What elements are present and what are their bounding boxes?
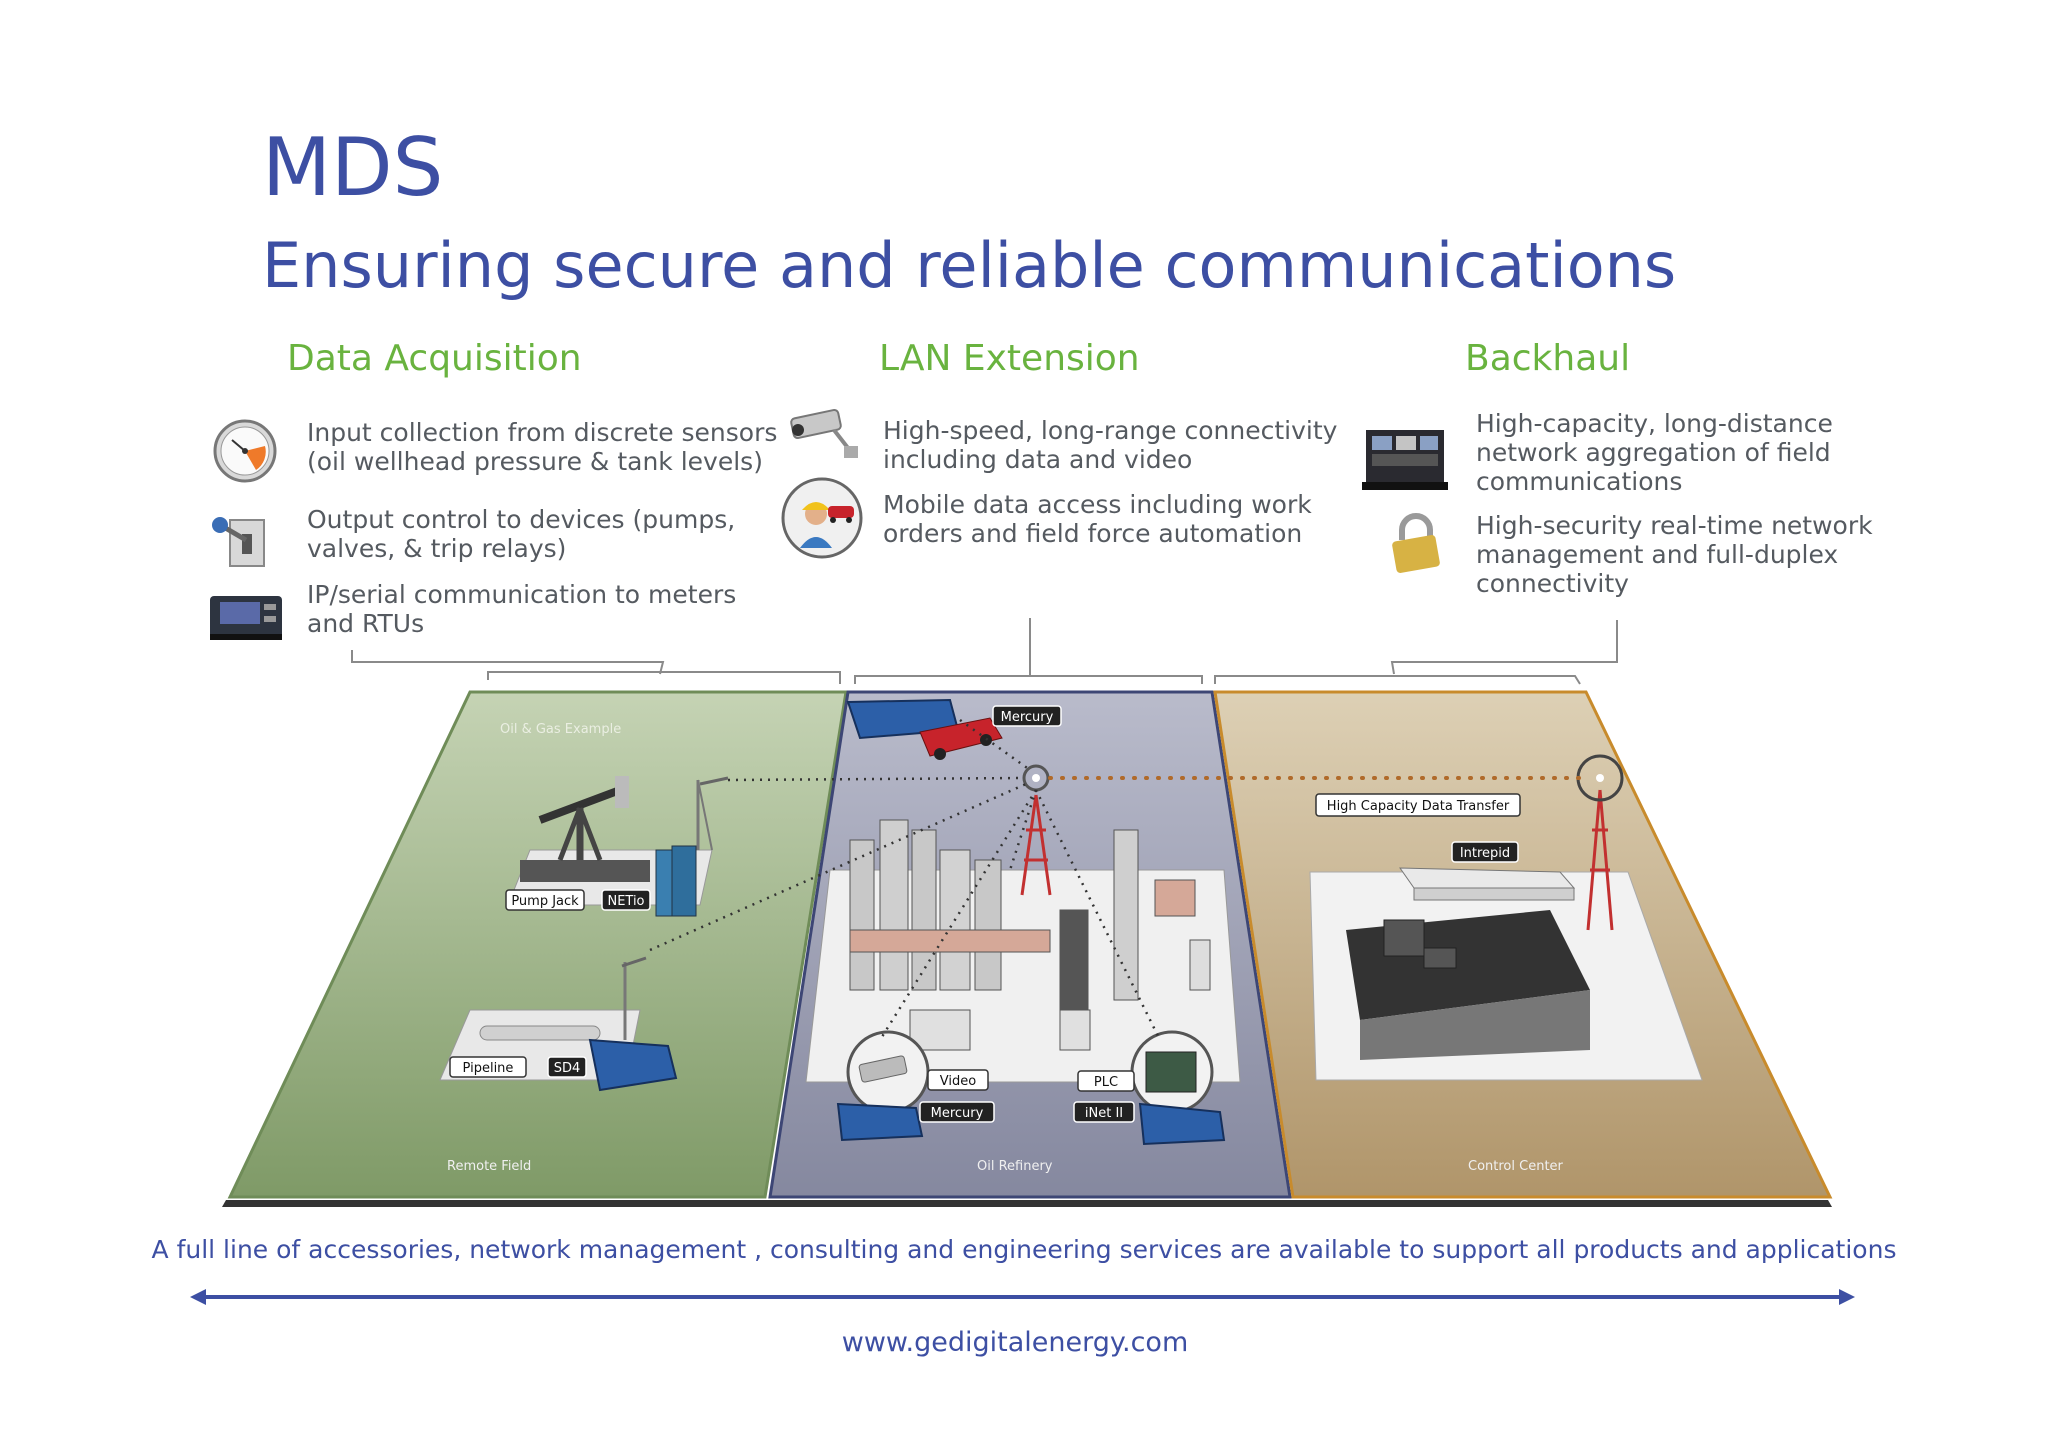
heading-data-acquisition: Data Acquisition bbox=[287, 338, 582, 379]
heading-backhaul: Backhaul bbox=[1465, 338, 1631, 379]
tag-intrepid: Intrepid bbox=[1451, 841, 1519, 863]
field-worker-icon bbox=[780, 476, 864, 564]
item-input-collection: Input collection from discrete sensors(o… bbox=[307, 418, 778, 476]
item-output-control: Output control to devices (pumps,valves,… bbox=[307, 505, 736, 563]
pressure-gauge-icon bbox=[212, 418, 278, 488]
tag-netio: NETio bbox=[601, 889, 651, 911]
tag-plc: PLC bbox=[1077, 1070, 1135, 1092]
services-note: A full line of accessories, network mana… bbox=[151, 1235, 1897, 1264]
label-oil-gas-example: Oil & Gas Example bbox=[500, 722, 621, 737]
refinery-graphic bbox=[849, 819, 1211, 1051]
double-arrow-divider bbox=[190, 1289, 1855, 1305]
tag-high-capacity: High Capacity Data Transfer bbox=[1315, 793, 1521, 817]
page-subtitle: Ensuring secure and reliable communicati… bbox=[262, 229, 1677, 302]
heading-lan-extension: LAN Extension bbox=[879, 338, 1140, 379]
zone-label-oil-refinery: Oil Refinery bbox=[977, 1159, 1053, 1174]
svg-text:Mercury: Mercury bbox=[1001, 710, 1054, 725]
tag-inet: iNet II bbox=[1073, 1101, 1135, 1123]
svg-text:NETio: NETio bbox=[607, 894, 644, 909]
svg-text:Video: Video bbox=[940, 1074, 976, 1089]
pump-jack-graphic bbox=[520, 776, 650, 882]
control-room-icon bbox=[1360, 426, 1450, 498]
zone-label-control-center: Control Center bbox=[1468, 1159, 1564, 1174]
page-title: MDS bbox=[262, 121, 444, 214]
tag-mercury-bottom: Mercury bbox=[919, 1101, 995, 1123]
svg-text:iNet II: iNet II bbox=[1085, 1106, 1123, 1121]
control-center-radio-tower bbox=[1586, 789, 1614, 931]
switch-lever-icon bbox=[208, 510, 274, 576]
bracket-lines bbox=[351, 618, 1618, 685]
svg-text:PLC: PLC bbox=[1094, 1075, 1118, 1090]
zone-label-remote-field: Remote Field bbox=[447, 1159, 531, 1174]
refinery-radio-tower bbox=[1020, 794, 1052, 896]
zone-remote-field bbox=[227, 690, 848, 1199]
svg-text:SD4: SD4 bbox=[554, 1061, 581, 1076]
tag-sd4: SD4 bbox=[547, 1056, 587, 1078]
svg-text:Pump Jack: Pump Jack bbox=[511, 894, 579, 909]
svg-text:Pipeline: Pipeline bbox=[463, 1061, 514, 1076]
padlock-icon bbox=[1384, 510, 1448, 580]
website-link[interactable]: www.gedigitalenergy.com bbox=[841, 1327, 1189, 1358]
svg-text:Intrepid: Intrepid bbox=[1460, 846, 1510, 861]
tag-mercury-top: Mercury bbox=[992, 705, 1062, 727]
tag-video: Video bbox=[927, 1069, 989, 1091]
svg-text:High Capacity Data Transfer: High Capacity Data Transfer bbox=[1327, 799, 1510, 814]
meter-device-icon bbox=[206, 590, 286, 650]
svg-text:Mercury: Mercury bbox=[931, 1106, 984, 1121]
sd4-radio-graphic bbox=[588, 1038, 678, 1092]
tag-pump-jack: Pump Jack bbox=[505, 889, 585, 911]
security-camera-icon bbox=[788, 408, 864, 468]
tag-pipeline: Pipeline bbox=[449, 1056, 527, 1078]
intrepid-rack-graphic bbox=[1399, 867, 1576, 901]
control-center-building bbox=[1346, 910, 1590, 1060]
wireless-links bbox=[649, 718, 1162, 1041]
